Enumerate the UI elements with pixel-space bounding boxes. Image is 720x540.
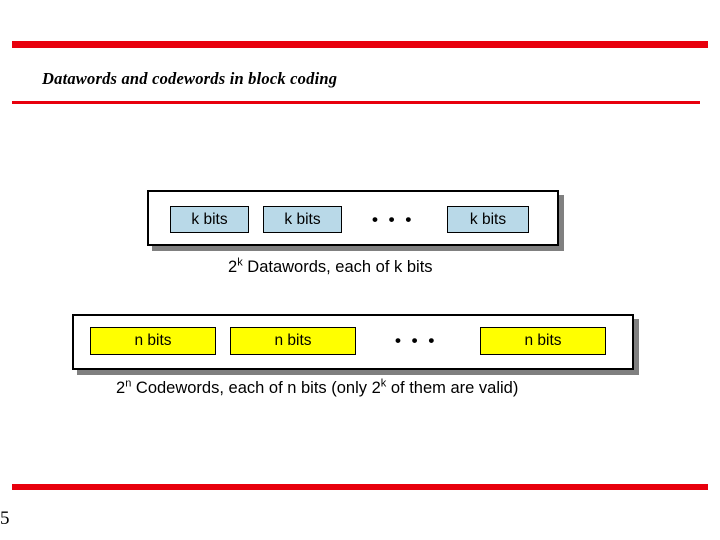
dataword-cell: k bits [263,206,342,233]
datawords-caption: 2k Datawords, each of k bits [228,256,433,277]
dataword-cell: k bits [170,206,249,233]
datawords-ellipsis: • • • [372,210,415,229]
footer-rule [12,484,708,490]
codewords-caption-base: 2 [116,379,126,397]
codeword-cell: n bits [230,327,356,355]
codeword-cell: n bits [90,327,216,355]
codewords-caption: 2n Codewords, each of n bits (only 2k of… [116,377,519,398]
datawords-caption-text: Datawords, each of k bits [242,258,433,276]
codewords-caption-text: Codewords, each of n bits (only 2 [131,379,381,397]
codewords-caption-exponent: n [125,377,132,390]
title-rule-middle [12,101,700,104]
datawords-caption-exponent: k [237,256,243,269]
page-number: 5 [0,508,10,529]
dataword-cell: k bits [447,206,529,233]
codewords-ellipsis: • • • [395,331,438,350]
page-title: Datawords and codewords in block coding [42,69,338,88]
codewords-caption-exponent-2: k [380,377,387,390]
datawords-caption-base: 2 [228,258,238,276]
title-rule-top [12,41,708,48]
codewords-caption-text-end: of them are valid) [386,379,519,397]
codeword-cell: n bits [480,327,606,355]
